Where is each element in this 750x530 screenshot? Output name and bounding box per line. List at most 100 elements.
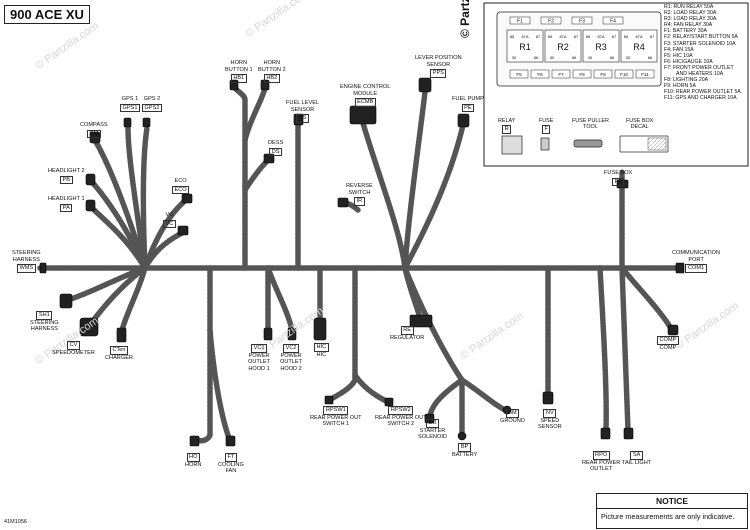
wire-cooling-fan	[207, 327, 233, 443]
connector-dess	[263, 153, 275, 164]
connector-code: PPS	[430, 69, 447, 78]
fuse-slot	[614, 69, 634, 79]
connector-code: BM	[505, 409, 520, 418]
fuse-slot	[571, 16, 593, 25]
wire-vc2	[265, 265, 295, 333]
component-name: VC	[165, 212, 174, 218]
connector-reverse	[337, 197, 349, 208]
component-name: COOLING FAN	[218, 461, 244, 475]
connector-code: SO	[425, 419, 439, 428]
legend-line: F1: BATTERY 30A	[664, 28, 707, 35]
connector-hb2	[260, 79, 270, 91]
component-name: COMP	[659, 344, 677, 351]
connector-code: HO	[186, 453, 200, 462]
component-name: SPEEDOMETER	[52, 349, 95, 356]
component-name: TAIL LIGHT	[622, 459, 652, 466]
fuse-label: F9	[600, 72, 606, 77]
connector-fusebox	[616, 179, 629, 189]
relay-pin: 87A	[597, 34, 604, 39]
wire-rear-outlet	[597, 265, 609, 433]
connector-pump	[457, 113, 470, 128]
connector-tail	[623, 427, 634, 440]
relay-label: R3	[595, 42, 607, 52]
wire-headlight1	[89, 205, 148, 271]
relay-pin: 86	[610, 55, 615, 60]
partzilla-brand: © Partzilla	[458, 0, 472, 38]
component-name: HORN	[185, 461, 202, 468]
fuse-label: F5	[516, 72, 522, 77]
relay-pin: 86	[572, 55, 577, 60]
connector-code: IR	[354, 197, 365, 206]
connector-code: PF	[612, 177, 625, 186]
relay-pin: 30	[512, 55, 517, 60]
fuse-slot	[602, 16, 624, 25]
connector-vc1	[263, 327, 273, 341]
connector-code: ECO	[172, 185, 190, 194]
connector-code: COMP	[657, 336, 679, 345]
connector-code: FT	[224, 453, 237, 462]
legend-line: F10: REAR POWER OUTLET 5A	[664, 89, 741, 96]
wire-comp	[619, 265, 675, 333]
connector-code: PE	[461, 103, 475, 112]
connector-com1	[675, 262, 685, 274]
relay-pin: 87	[574, 34, 579, 39]
fuse-slot	[635, 69, 655, 79]
fuse-slot	[593, 69, 613, 79]
connector-code: NV	[543, 409, 557, 418]
wire-hb	[232, 85, 248, 271]
fuse-slot	[509, 16, 531, 25]
wire-dess	[242, 157, 271, 193]
legend-line: R3: LOAD RELAY 30A	[664, 16, 717, 23]
connector-cooling-fan	[225, 435, 236, 447]
connectors	[39, 77, 685, 447]
relay-pin: 87A	[521, 34, 528, 39]
legend-line: R4: FAN RELAY 30A	[664, 22, 713, 29]
component-name: REAR POWER OUTLET	[582, 459, 621, 473]
legend-line: R1: RUN RELAY 50A	[664, 4, 714, 10]
relay-pin: 86	[534, 55, 539, 60]
component-name: STEERING HARNESS	[30, 319, 59, 333]
relay-slot	[620, 29, 658, 63]
component-name: ECO	[174, 178, 187, 184]
legend-line: AND HEATERS 10A	[676, 71, 724, 78]
connector-headlight2	[85, 173, 96, 186]
component-name: POWER OUTLET HOOD 2	[280, 352, 303, 372]
connector-code: VC	[163, 219, 176, 228]
inset-decal-label: FUSE BOX DECAL	[626, 118, 654, 131]
connector-headlight1	[85, 199, 96, 212]
fuse-part	[540, 137, 550, 151]
diagram-title: 900 ACE XU	[4, 5, 90, 24]
connector-code: SA	[630, 451, 643, 460]
fuse-label: F8	[579, 72, 585, 77]
component-name: FUEL LEVEL SENSOR	[286, 100, 320, 113]
component-name: GPS 2	[143, 96, 161, 102]
legend-line: F5: HIC 10A	[664, 52, 693, 59]
wire-tail	[619, 265, 631, 433]
connector-solenoid	[424, 413, 435, 424]
component-name: POWER OUTLET HOOD 1	[248, 352, 271, 372]
legend-line: F7: FRONT POWER OUTLET	[664, 64, 734, 71]
fuse-label: F4	[610, 19, 616, 25]
component-name: HIC	[316, 351, 327, 358]
legend-line: F2: RELAY/START BUTTON 5A	[664, 34, 738, 41]
relay-label: R4	[633, 42, 645, 52]
connector-lever	[418, 77, 432, 93]
wire-rear-switch	[327, 265, 358, 403]
harness-wires	[37, 85, 681, 444]
